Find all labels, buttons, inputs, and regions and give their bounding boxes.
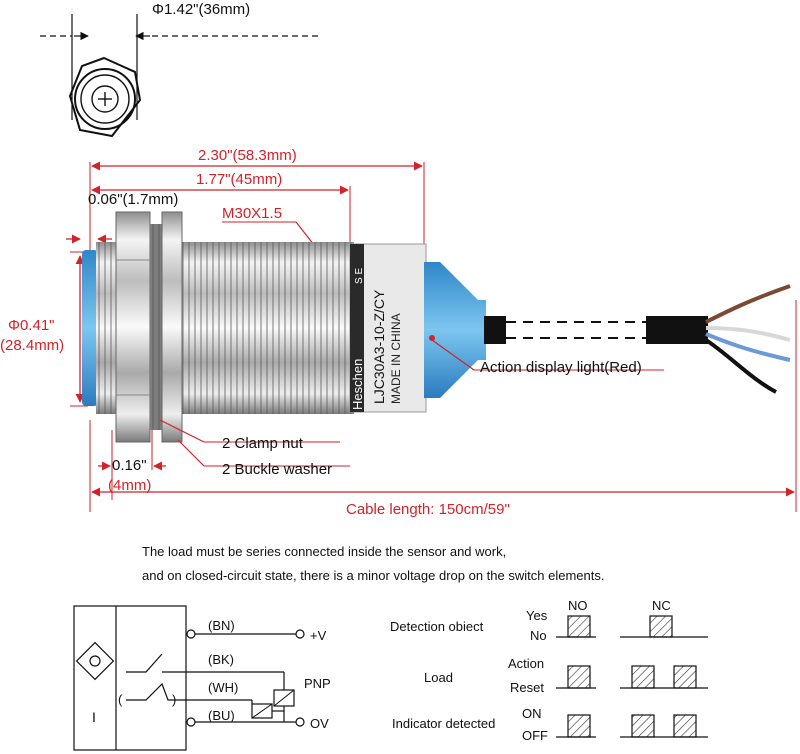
dimension-lines: 2.30"(58.3mm) 1.77"(45mm) 0.06"(1.7mm) M… (0, 147, 797, 518)
coil-symbol (75, 641, 115, 681)
face-offset-label: 0.06"(1.7mm) (88, 191, 178, 208)
pulse-load-nc-2 (673, 665, 697, 689)
state-yes: Yes (526, 608, 548, 623)
box-symbol: I (92, 709, 96, 725)
state-no: No (530, 628, 547, 643)
sensor-body: Heschen LJC30A3-10-Z/CY MADE IN CHINA S … (82, 211, 486, 443)
clamp-nut (115, 211, 151, 443)
pulse-detection-nc (649, 615, 673, 638)
model-marking: LJC30A3-10-Z/CY (371, 289, 387, 404)
thread-length-label: 1.77"(45mm) (196, 171, 282, 188)
state-reset: Reset (510, 680, 544, 695)
row-label-indicator: Indicator detected (392, 716, 495, 731)
svg-text:(: ( (118, 692, 123, 707)
side-marking: S E (354, 268, 365, 284)
wire-white (705, 326, 791, 342)
timing-chart: NO NC Detection obiect Yes No Load Actio… (390, 598, 708, 743)
buckle-washer-label: 2 Buckle washer (222, 461, 332, 478)
wire-label-bk: (BK) (208, 652, 234, 667)
clamp-nut-label: 2 Clamp nut (222, 435, 304, 452)
row-label-load: Load (424, 670, 453, 685)
pulse-indicator-nc-1 (631, 714, 655, 738)
svg-text:): ) (172, 692, 176, 707)
cable-boot (424, 262, 486, 398)
face-diameter-mm: (28.4mm) (0, 337, 64, 354)
thread-spec-label: M30X1.5 (222, 205, 282, 222)
col-no-label: NO (568, 598, 588, 613)
pulse-indicator-nc-2 (673, 714, 697, 738)
face-diameter-in: Φ0.41" (8, 317, 55, 334)
action-light-label: Action display light(Red) (480, 359, 642, 376)
notes: The load must be series connected inside… (142, 544, 604, 583)
wire-blue (705, 332, 791, 362)
pulse-indicator-no (567, 714, 591, 738)
zero-v-label: OV (310, 716, 329, 731)
pulse-load-nc-1 (631, 665, 655, 689)
plus-v-label: +V (310, 628, 327, 643)
callouts: 2 Clamp nut 2 Buckle washer Action displ… (159, 339, 664, 478)
pnp-label: PNP (304, 676, 331, 691)
wire-label-bu: (BU) (208, 708, 235, 723)
pulse-load-no (567, 665, 591, 689)
cable-length-label: Cable length: 150cm/59" (346, 501, 510, 518)
state-action: Action (508, 656, 544, 671)
sensor-face (82, 250, 98, 406)
top-diameter-label: Φ1.42"(36mm) (152, 1, 250, 18)
origin-marking: MADE IN CHINA (389, 313, 403, 404)
wiring-diagram: I ( ) (BN) (BK) (WH) (BU) +V OV PNP (73, 605, 331, 751)
total-length-label: 2.30"(58.3mm) (198, 147, 297, 164)
note-line-2: and on closed-circuit state, there is a … (142, 568, 604, 583)
cable (484, 284, 791, 394)
pulse-detection-no (567, 615, 591, 638)
nut-thickness-in: 0.16" (112, 457, 147, 474)
state-on: ON (522, 706, 542, 721)
brand-marking: Heschen (350, 359, 365, 410)
wire-label-wh: (WH) (208, 680, 238, 695)
action-light-dot (429, 335, 435, 341)
wire-label-bn: (BN) (208, 618, 235, 633)
note-line-1: The load must be series connected inside… (142, 544, 506, 559)
end-view: Φ1.42"(36mm) (40, 1, 322, 138)
row-label-detection: Detection obiect (390, 619, 484, 634)
col-nc-label: NC (652, 598, 671, 613)
state-off: OFF (522, 728, 548, 743)
wire-brown (705, 284, 791, 324)
wire-black (704, 338, 777, 394)
